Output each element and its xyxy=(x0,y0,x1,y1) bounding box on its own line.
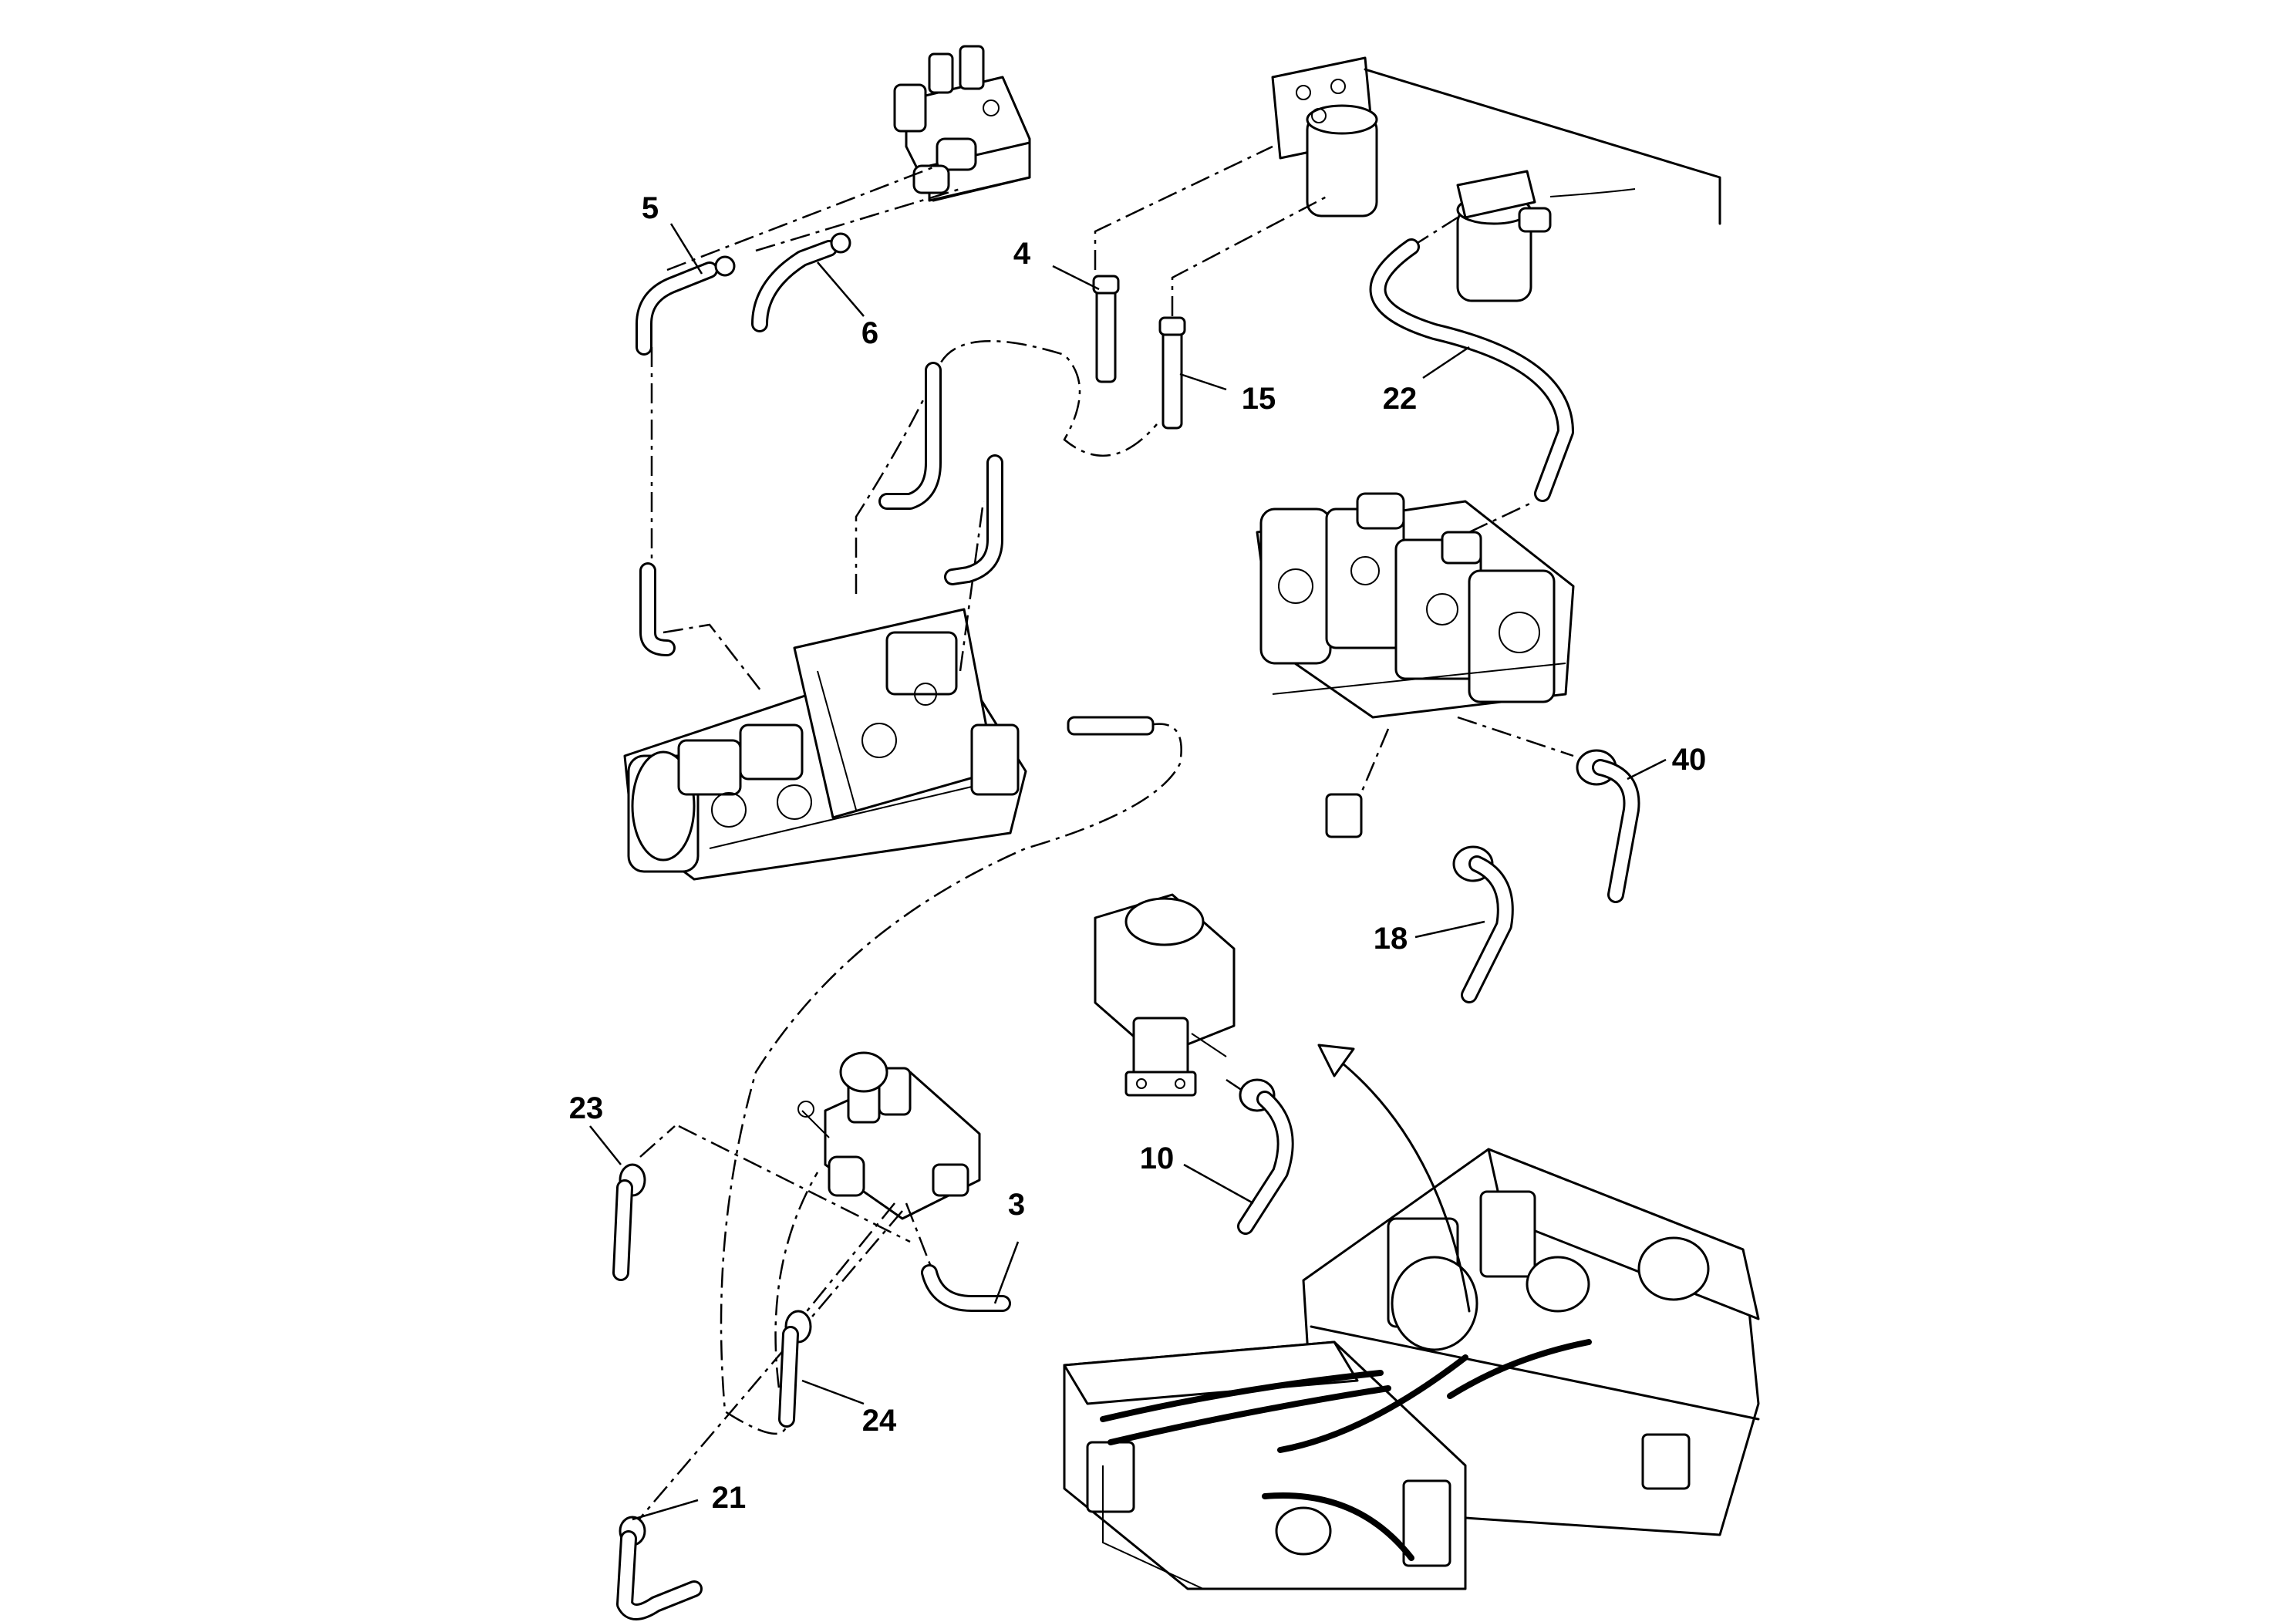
callout-23: 23 xyxy=(569,1091,604,1125)
hose-40 xyxy=(1576,749,1640,903)
hose-4 xyxy=(1092,275,1120,383)
machine-frame-assembly xyxy=(1063,1148,1760,1590)
left-pump-assembly xyxy=(623,608,1027,881)
callout-4: 4 xyxy=(1013,237,1031,271)
hose-18 xyxy=(1325,793,1514,1003)
hose-23 xyxy=(612,1163,646,1281)
hose-24 xyxy=(778,1310,812,1428)
top-valve-block xyxy=(893,45,1031,202)
callout-3: 3 xyxy=(1008,1188,1025,1222)
callout-5: 5 xyxy=(642,191,659,225)
hose-10 xyxy=(1237,1078,1294,1235)
reservoir-valve-assembly xyxy=(1094,893,1236,1097)
filter-bracket-assembly xyxy=(1271,56,1721,302)
leader-lines xyxy=(589,223,1667,1521)
callout-15: 15 xyxy=(1242,382,1276,416)
hose-22 xyxy=(1369,238,1574,502)
hose-6 xyxy=(751,232,851,332)
hose-5 xyxy=(636,255,736,356)
reference-arrow xyxy=(1317,1044,1471,1313)
callout-labels: 5 6 4 15 22 40 18 10 3 23 24 21 xyxy=(569,191,1707,1515)
callout-6: 6 xyxy=(861,316,878,350)
hose-21 xyxy=(616,1516,703,1620)
callout-18: 18 xyxy=(1374,922,1408,956)
hose-15 xyxy=(1158,316,1186,430)
lower-left-valve-block xyxy=(797,1051,981,1220)
right-pump-assembly xyxy=(1256,492,1575,719)
hose-3 xyxy=(921,1264,1011,1312)
callout-22: 22 xyxy=(1383,382,1418,416)
callout-21: 21 xyxy=(712,1481,747,1515)
callout-10: 10 xyxy=(1140,1141,1175,1175)
connection-lines xyxy=(632,145,1574,1528)
callout-40: 40 xyxy=(1672,743,1707,777)
hose-left-pump-return xyxy=(639,362,1155,736)
callout-24: 24 xyxy=(862,1404,897,1438)
